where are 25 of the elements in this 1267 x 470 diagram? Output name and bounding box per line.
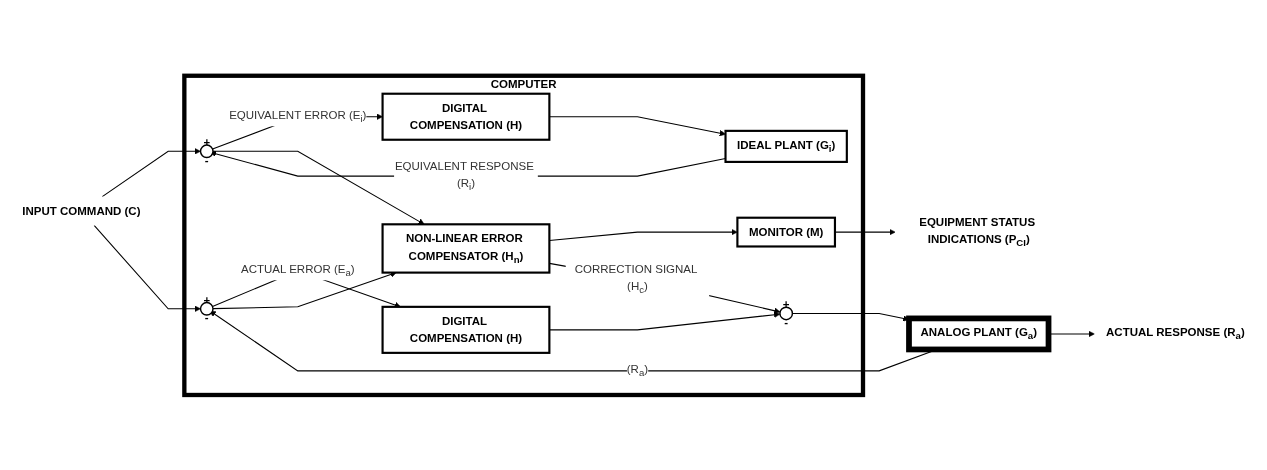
node-box: DIGITAL COMPENSATION (H) bbox=[381, 305, 551, 354]
arrow bbox=[101, 147, 201, 197]
node-label: - bbox=[204, 310, 209, 323]
node-circle bbox=[199, 143, 214, 158]
node-text: INPUT COMMAND (C) bbox=[22, 204, 141, 217]
node-box: NON-LINEAR ERROR COMPENSATOR (H$_{n}$) bbox=[381, 222, 551, 274]
node-text: EQUIPMENT STATUS INDICATIONS (P$_{CI}$) bbox=[919, 215, 1036, 248]
node-box: DIGITAL COMPENSATION (H) bbox=[381, 92, 551, 141]
node-box: ANALOG PLANT (G$_{a}$) bbox=[906, 315, 1052, 352]
node-circle bbox=[779, 306, 794, 321]
edge-label: ACTUAL ERROR (E$_{a}$) bbox=[241, 262, 355, 278]
node-box: IDEAL PLANT (G$_{i}$) bbox=[724, 129, 848, 163]
node-box: MONITOR (M) bbox=[736, 216, 837, 248]
edge-label: EQUIVALENT RESPONSE (R$_{i}$) bbox=[394, 159, 534, 192]
node-text: ACTUAL RESPONSE (R$_{a}$) bbox=[1106, 325, 1245, 342]
node-label: + bbox=[203, 135, 211, 149]
edge-label: EQUIVALENT ERROR (E$_{i}$) bbox=[229, 108, 367, 124]
node-label: + bbox=[782, 297, 790, 311]
node-label: - bbox=[784, 315, 789, 328]
node-label: - bbox=[204, 153, 209, 166]
edge-label: CORRECTION SIGNAL (H$_{c}$) bbox=[574, 262, 697, 295]
node-circle bbox=[199, 301, 214, 316]
edge-label: (R$_{a}$) bbox=[626, 362, 649, 379]
arrow bbox=[93, 224, 201, 312]
arrow bbox=[834, 228, 896, 235]
